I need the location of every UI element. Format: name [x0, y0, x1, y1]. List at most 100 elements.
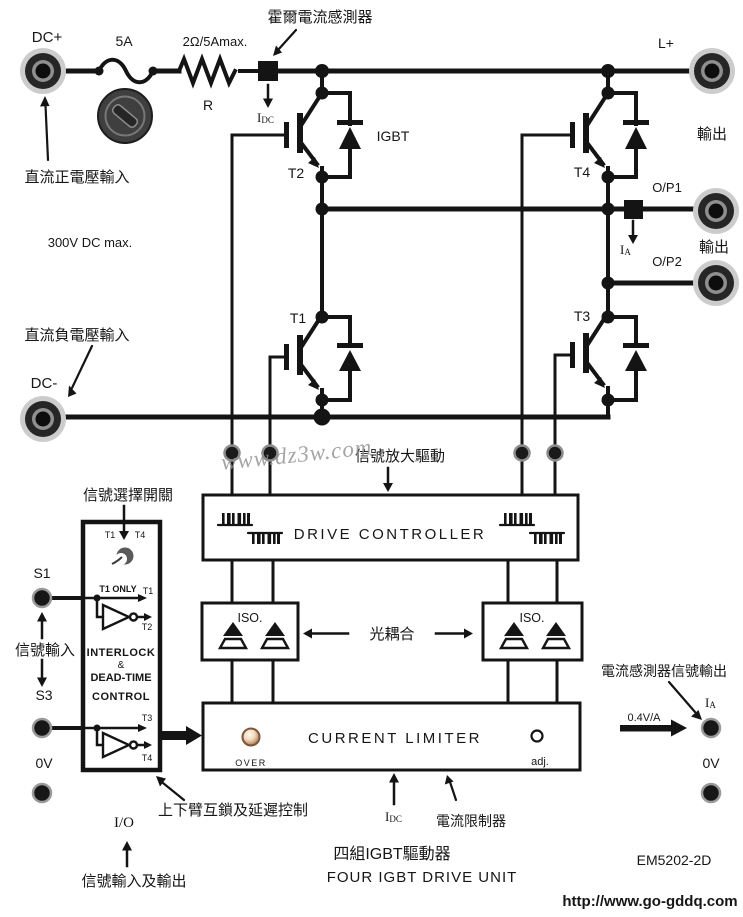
footer: 四組IGBT驅動器 FOUR IGBT DRIVE UNIT EM5202-2D…: [327, 845, 738, 910]
fuse-symbol: [94, 57, 158, 85]
over-label: OVER: [235, 758, 267, 768]
buffer-lower: T3 T4: [83, 713, 153, 763]
site-url: http://www.go-gddq.com: [562, 893, 737, 910]
interlock-block: T1 T4 T1 ONLY T1 T2 INTERLOCK & DEAD-TIM…: [80, 519, 202, 773]
l-plus-label: L+: [658, 35, 674, 51]
control-word: CONTROL: [92, 691, 150, 703]
resistor-ref-label: R: [203, 97, 213, 113]
0v-right-label: 0V: [702, 755, 720, 771]
annotation-arrows: [37, 28, 702, 868]
t2-label: T2: [288, 165, 305, 181]
fuse-rating-label: 5A: [115, 33, 133, 49]
interlock-to-limiter-arrow: [162, 726, 202, 745]
igbt-t2: [230, 91, 363, 179]
signal-io-label: 信號輸入及輸出: [81, 873, 186, 890]
ia-right-label: IA: [705, 695, 716, 710]
diode-t3: [606, 315, 649, 402]
terminals: [20, 48, 739, 804]
signal-amp-label: 信號放大驅動: [355, 448, 445, 465]
drive-controller-block: DRIVE CONTROLLER: [201, 493, 580, 562]
buffer-t3-label: T3: [142, 713, 153, 723]
idc-top-label: IDC: [257, 110, 274, 125]
signal-select-label: 信號選擇開關: [83, 487, 173, 504]
adj-potentiometer: [530, 729, 544, 743]
drive-controller-label: DRIVE CONTROLLER: [294, 526, 487, 543]
terminal-op1: [693, 188, 739, 234]
rotary-switch-icon: [111, 547, 134, 565]
title-cn: 四組IGBT驅動器: [333, 845, 450, 863]
buffer-t4-label: T4: [142, 753, 153, 763]
t1-only-label: T1 ONLY: [99, 584, 136, 594]
current-limiter-block: CURRENT LIMITER OVER adj.: [201, 701, 582, 772]
igbt-label: IGBT: [377, 128, 410, 144]
watermark: www.dz3w.com: [220, 434, 374, 475]
sensor-output-label: 電流感測器信號輸出: [601, 663, 727, 679]
opto-coupling-label: 光耦合: [369, 626, 414, 643]
dc-neg-input-label: 直流負電壓輸入: [24, 327, 129, 344]
dc-plus-label: DC+: [32, 29, 63, 46]
terminal-l-plus: [689, 48, 735, 94]
t3-label: T3: [574, 308, 591, 324]
iso-label: ISO.: [519, 611, 544, 625]
terminal-op2: [693, 260, 739, 306]
over-led-indicator: [241, 727, 261, 747]
pwm-waveform-icon: [216, 513, 284, 544]
0v-left-label: 0V: [35, 755, 53, 771]
ampersand: &: [118, 660, 125, 671]
op1-label: O/P1: [652, 180, 682, 195]
junction-dots: [313, 64, 615, 426]
resistor-symbol: [176, 53, 238, 89]
diode-t4: [606, 91, 649, 179]
dc-max-label: 300V DC max.: [48, 235, 133, 250]
terminal-dc-plus: [20, 48, 66, 94]
dc-pos-input-label: 直流正電壓輸入: [24, 169, 129, 186]
current-limiter-label: CURRENT LIMITER: [308, 730, 482, 747]
diode-t2: [320, 91, 363, 179]
igbt-t1: [268, 315, 363, 402]
power-wiring: [48, 53, 696, 730]
hall-sensor-top: [258, 61, 278, 81]
interlock-word: INTERLOCK: [87, 647, 156, 659]
buffer-upper: T1 T2: [83, 586, 154, 632]
io-label: I/O: [114, 815, 134, 831]
sensitivity-arrow: [620, 719, 687, 737]
dc-minus-label: DC-: [31, 375, 58, 392]
pwm-waveform-icon: [498, 513, 566, 544]
igbt-t4: [520, 91, 649, 179]
sensitivity-label: 0.4V/A: [627, 712, 661, 724]
dead-time-word: DEAD-TIME: [90, 672, 151, 684]
interlock-t1-label: T1: [105, 530, 116, 540]
interlock-t4-label: T4: [135, 530, 146, 540]
signal-input-label: 信號輸入: [15, 642, 75, 659]
fuse-holder-icon: [97, 88, 153, 144]
title-en: FOUR IGBT DRIVE UNIT: [327, 869, 518, 886]
op2-label: O/P2: [652, 254, 682, 269]
t1-label: T1: [290, 310, 307, 326]
terminal-0v-right: [700, 782, 722, 804]
terminal-s3: [31, 717, 53, 739]
output-label-top: 輸出: [697, 126, 727, 143]
s3-label: S3: [35, 687, 52, 703]
labels: DC+ 5A 2Ω/5Amax. R 霍爾電流感測器 IDC 直流正電壓輸入 3…: [15, 9, 729, 890]
ia-mid-label: IA: [620, 242, 631, 257]
terminal-0v-left: [31, 782, 53, 804]
buffer-t2-label: T2: [142, 622, 153, 632]
current-limiter-cn-label: 電流限制器: [436, 813, 506, 829]
terminal-ia: [700, 717, 722, 739]
terminal-dc-minus: [20, 396, 66, 442]
s1-label: S1: [33, 565, 50, 581]
igbt-t3: [553, 313, 649, 402]
resistor-rating-label: 2Ω/5Amax.: [183, 34, 248, 49]
adj-label: adj.: [531, 756, 549, 768]
t4-label: T4: [574, 164, 591, 180]
hall-sensor-label: 霍爾電流感測器: [267, 9, 372, 26]
iso-block-left: ISO.: [200, 601, 300, 662]
diode-t1: [320, 315, 363, 402]
model-number: EM5202-2D: [637, 852, 712, 868]
buffer-t1-label: T1: [143, 586, 154, 596]
interlock-delay-label: 上下臂互鎖及延遲控制: [158, 802, 308, 819]
terminal-s1: [31, 587, 53, 609]
opto-coupler-icon: [217, 622, 291, 650]
